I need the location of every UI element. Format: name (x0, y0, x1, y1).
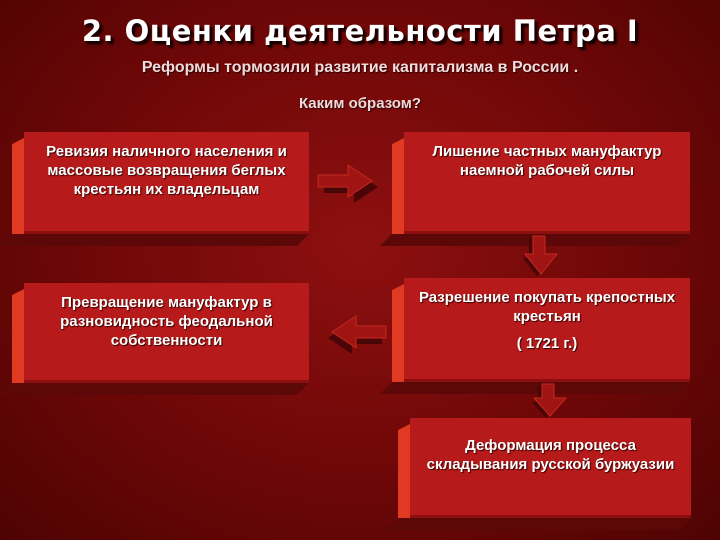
slide-subtitle: Реформы тормозили развитие капитализма в… (141, 59, 579, 76)
box-census-text: Ревизия наличного населения и массовые в… (46, 143, 287, 198)
box-deprivation-text: Лишение частных мануфактур наемной рабоч… (432, 143, 662, 179)
arrow-right-icon (317, 164, 378, 203)
box-feudal-property: Превращение мануфактур в разновидность ф… (0, 283, 309, 396)
slide-title: 2. Оценки деятельности Петра I (81, 14, 639, 48)
box-deformation-text: Деформация процесса складывания русской … (426, 437, 675, 473)
arrow-down-icon (523, 235, 559, 276)
box-deprivation-labor: Лишение частных мануфактур наемной рабоч… (380, 132, 690, 247)
arrow-left-icon (328, 315, 387, 354)
box-census-return-fugitives: Ревизия наличного населения и массовые в… (0, 132, 309, 247)
box-purchase-text: Разрешение покупать крепостных крестьян (418, 289, 676, 325)
question-text: Каким образом? (298, 95, 422, 112)
arrow-down-icon (532, 383, 568, 418)
box-feudal-text: Превращение мануфактур в разновидность ф… (60, 294, 273, 349)
box-purchase-serfs: Разрешение покупать крепостных крестьян … (380, 278, 690, 395)
box-purchase-year: ( 1721 г.) (516, 335, 578, 352)
box-deformation-bourgeoisie: Деформация процесса складывания русской … (386, 418, 691, 531)
